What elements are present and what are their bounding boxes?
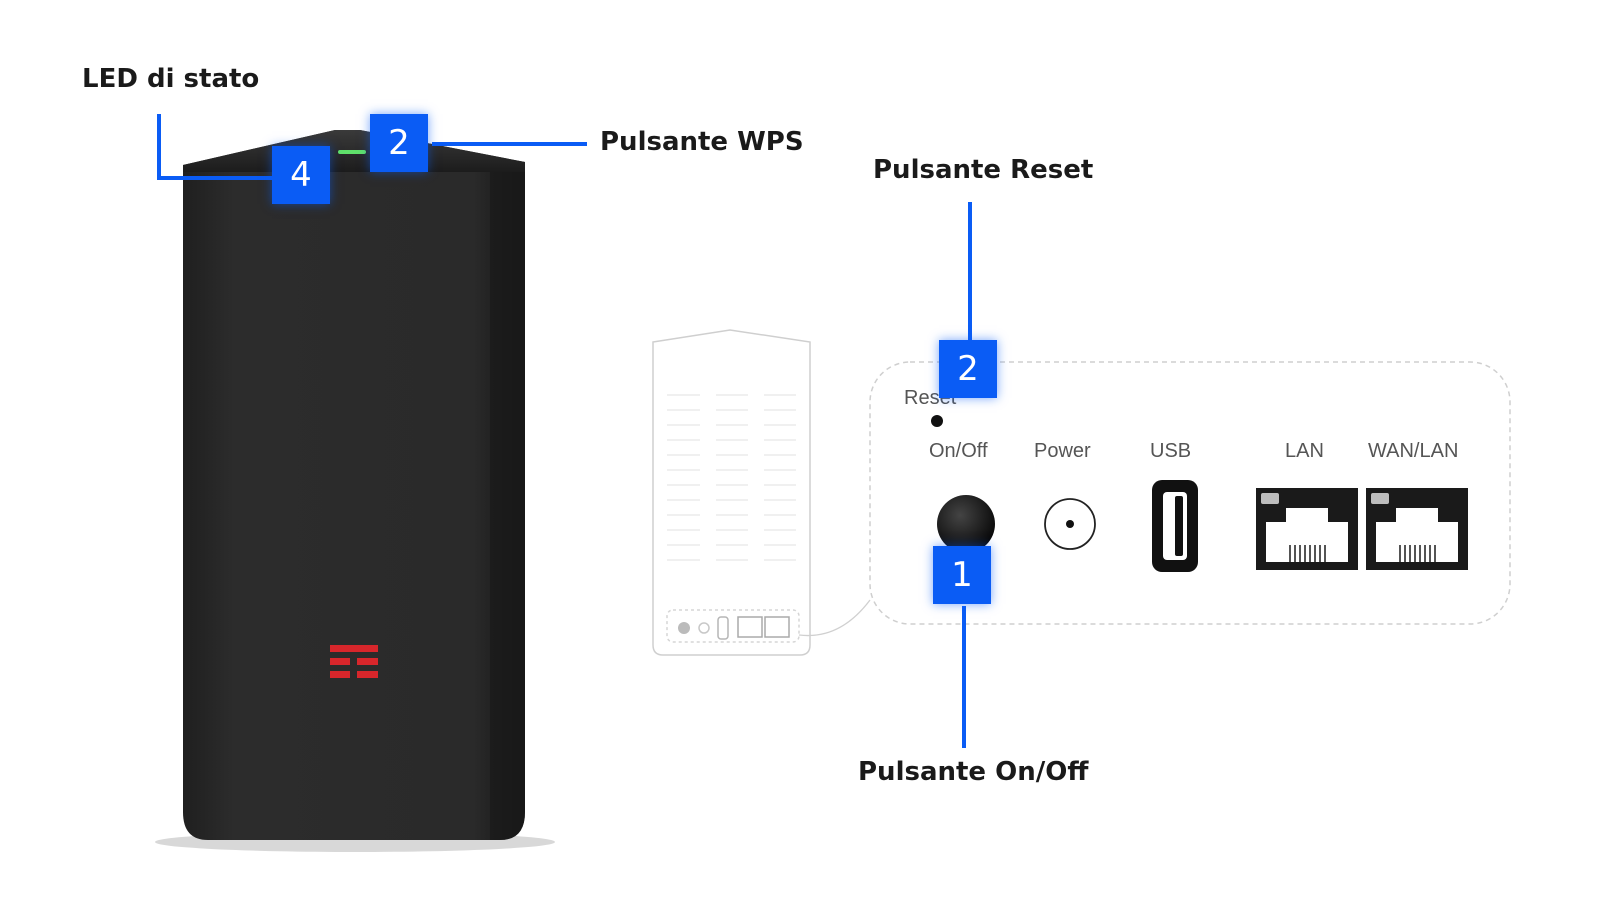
router-body: [183, 130, 525, 840]
onoff-number-badge: 1: [933, 546, 991, 604]
led-leader-line-horizontal: [157, 176, 275, 180]
reset-number-badge: 2: [939, 340, 997, 398]
power-jack-icon: [1044, 498, 1096, 550]
onoff-callout-label: Pulsante On/Off: [858, 757, 1089, 787]
reset-hole-icon: [931, 415, 943, 427]
tim-logo-icon: [330, 645, 378, 678]
wps-leader-line: [432, 142, 587, 146]
router-front: [183, 130, 525, 840]
wanlan-port-icon: [1366, 488, 1468, 570]
router-back-outline: [652, 329, 871, 656]
lan-port-label: LAN: [1285, 440, 1324, 462]
led-callout-label: LED di stato: [82, 64, 260, 94]
wps-callout-label: Pulsante WPS: [600, 127, 804, 157]
led-leader-line-vertical: [157, 114, 161, 180]
usb-port-icon: [1152, 480, 1198, 572]
reset-callout-label: Pulsante Reset: [873, 155, 1094, 185]
onoff-leader-line: [962, 606, 966, 748]
power-port-label: Power: [1034, 440, 1091, 462]
led-number-badge: 4: [272, 146, 330, 204]
usb-port-label: USB: [1150, 440, 1192, 462]
reset-leader-line: [968, 202, 972, 342]
onoff-port-label: On/Off: [929, 440, 988, 462]
router-side-bevel: [490, 172, 525, 840]
onoff-button-icon: [937, 495, 995, 553]
back-panel-outline: [869, 361, 1511, 625]
status-led: [338, 150, 366, 154]
wps-number-badge: 2: [370, 114, 428, 172]
wanlan-port-label: WAN/LAN: [1368, 440, 1459, 462]
lan-port-icon: [1256, 488, 1358, 570]
